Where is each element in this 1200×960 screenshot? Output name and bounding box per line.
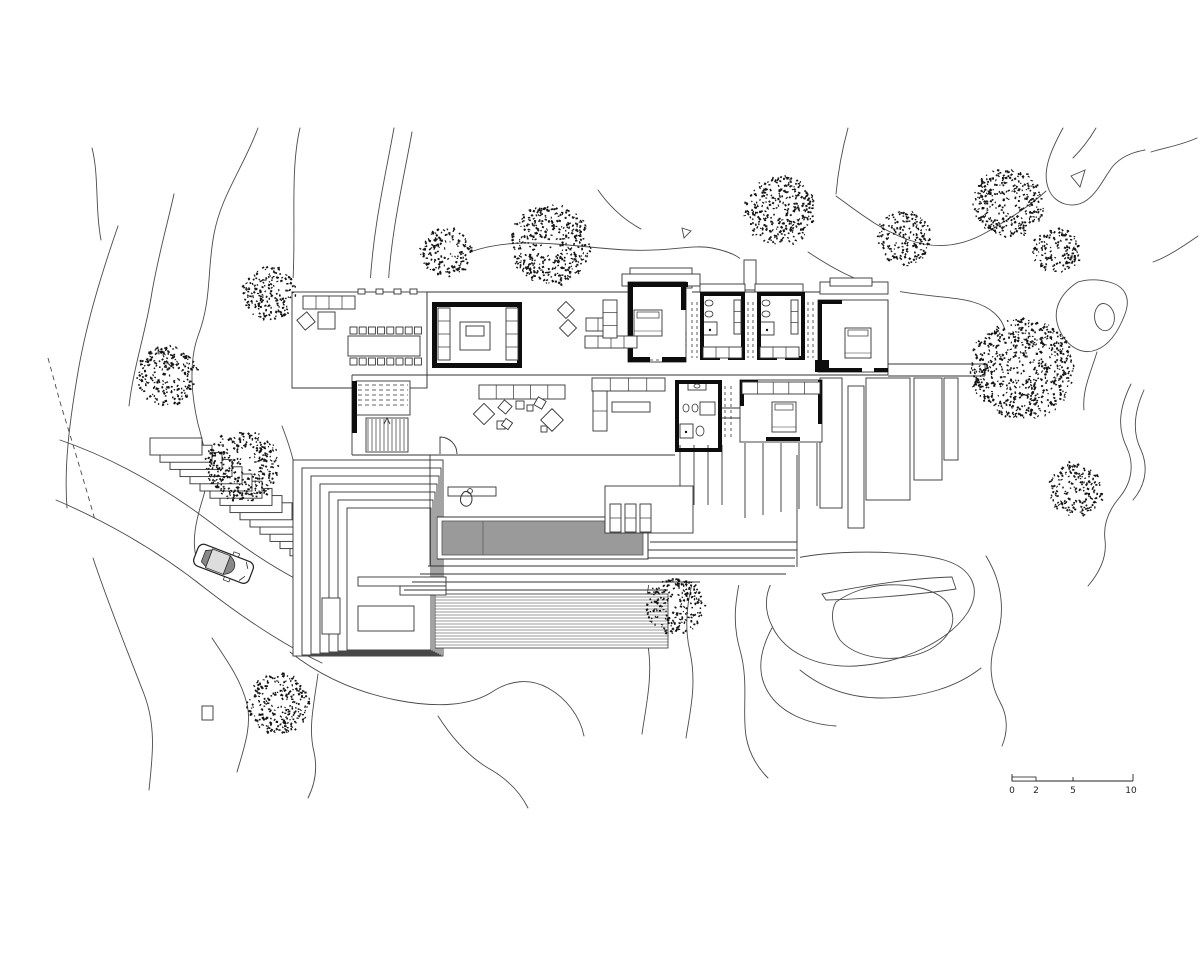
scale-label-0: 0: [1009, 786, 1015, 796]
tree-canopy: [972, 168, 1045, 239]
tree-canopy: [136, 344, 200, 407]
tree-canopy: [743, 174, 815, 246]
car-plan-symbol: [193, 543, 255, 584]
furniture: [296, 295, 872, 533]
scale-label-3: 10: [1125, 786, 1137, 796]
tree-canopy: [969, 317, 1075, 419]
tree-canopy: [241, 265, 297, 321]
terrace-strips-east: [819, 377, 959, 529]
contour-lines: [47, 127, 1199, 809]
timber-deck: [434, 593, 669, 649]
scale-label-1: 2: [1033, 786, 1039, 796]
scale-label-2: 5: [1070, 786, 1076, 796]
trees: [136, 168, 1104, 735]
scale-bar: 0 2 5 10: [1009, 774, 1137, 796]
tree-canopy: [645, 578, 707, 635]
tree-canopy: [245, 672, 311, 735]
tree-canopy: [419, 227, 473, 278]
tree-canopy: [876, 210, 931, 267]
tree-canopy: [1048, 460, 1104, 517]
tree-canopy: [1031, 227, 1081, 273]
tree-canopy: [204, 431, 280, 502]
tree-canopy: [510, 204, 592, 287]
car: [193, 543, 255, 584]
terraced-retaining-walls: [292, 459, 444, 657]
figure-sketch: [460, 491, 473, 507]
